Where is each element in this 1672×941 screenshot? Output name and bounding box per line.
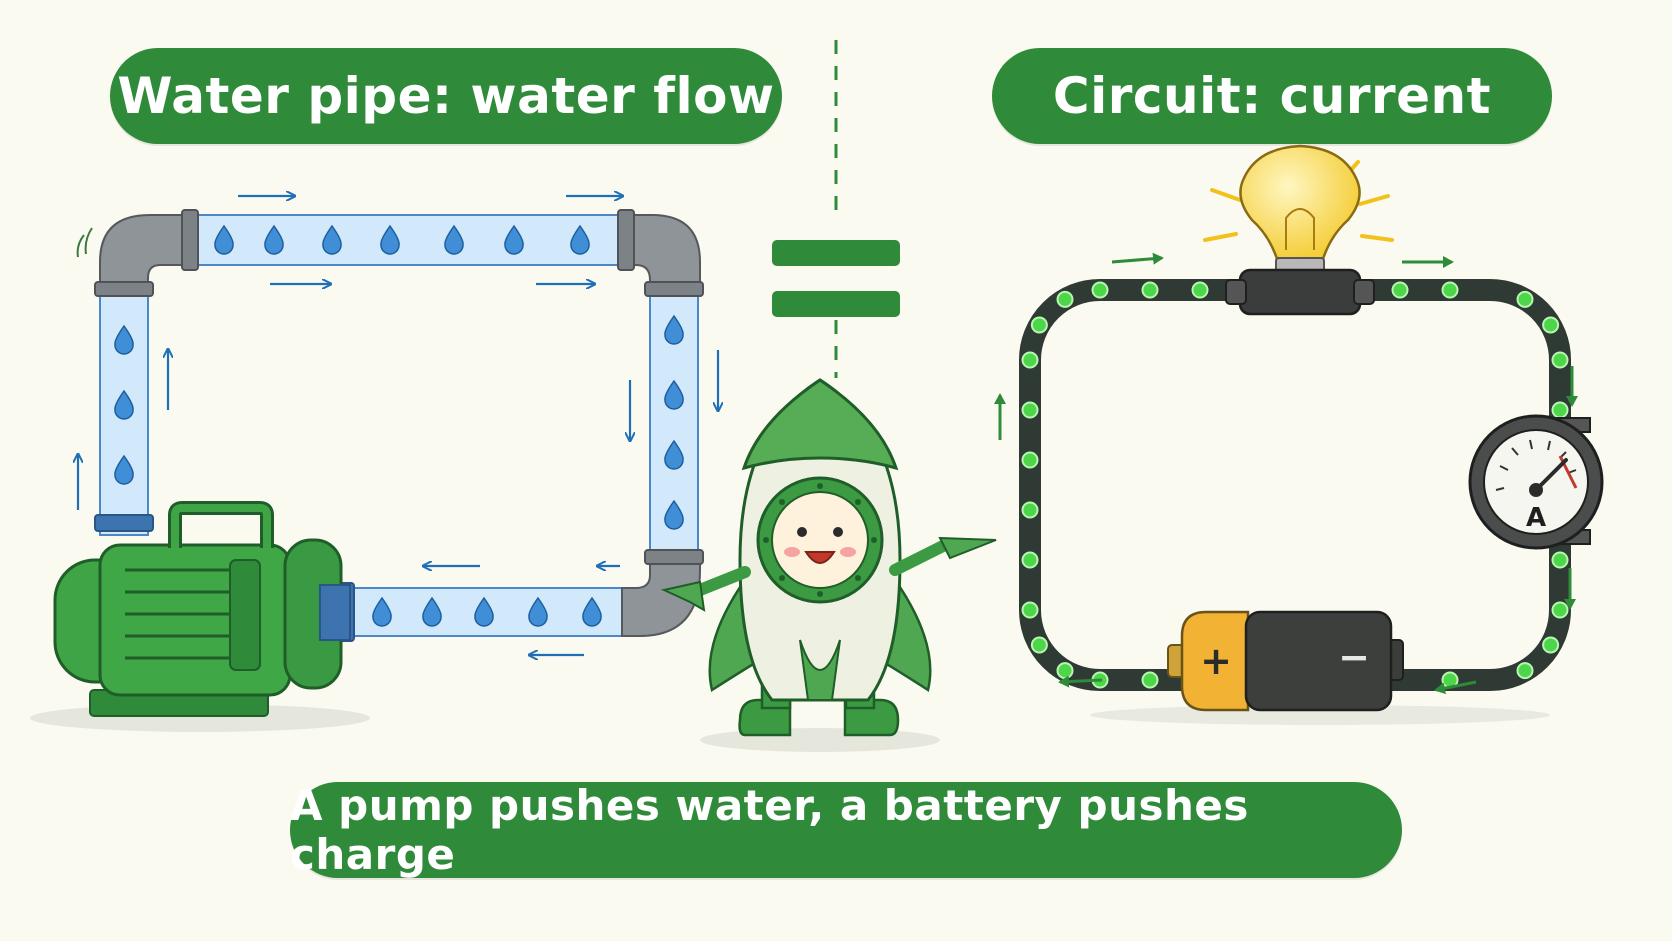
battery-positive-label: + bbox=[1200, 639, 1232, 683]
current-dot bbox=[1141, 671, 1159, 689]
ammeter-label: A bbox=[1526, 503, 1546, 533]
water-drop-icon bbox=[582, 596, 602, 627]
current-arrow-icon bbox=[1434, 680, 1477, 695]
current-arrow-icon bbox=[1058, 675, 1103, 688]
current-dot bbox=[1551, 601, 1569, 619]
motion-lines bbox=[76, 227, 93, 258]
water-drop-icon bbox=[422, 596, 442, 627]
water-drop-icon bbox=[114, 324, 134, 355]
current-arrow-icon bbox=[1111, 252, 1164, 265]
current-dot bbox=[1021, 351, 1039, 369]
water-drop-icon bbox=[474, 596, 494, 627]
water-drop-icon bbox=[444, 224, 464, 255]
current-dot bbox=[1141, 281, 1159, 299]
caption-banner: A pump pushes water, a battery pushes ch… bbox=[290, 781, 1402, 879]
water-drop-icon bbox=[664, 379, 684, 410]
current-dot bbox=[1021, 551, 1039, 569]
current-dot bbox=[1091, 281, 1109, 299]
water-pipe-title: Water pipe: water flow bbox=[110, 48, 782, 144]
current-dot bbox=[1030, 316, 1048, 334]
current-dot bbox=[1551, 351, 1569, 369]
water-drop-icon bbox=[114, 389, 134, 420]
water-drop-icon bbox=[214, 224, 234, 255]
water-drop-icon bbox=[264, 224, 284, 255]
water-flow-arrows bbox=[78, 196, 718, 655]
current-dot bbox=[1516, 290, 1534, 308]
current-dot bbox=[1551, 551, 1569, 569]
current-dot bbox=[1021, 601, 1039, 619]
current-dot bbox=[1441, 281, 1459, 299]
current-dot bbox=[1391, 281, 1409, 299]
water-drop-icon bbox=[664, 499, 684, 530]
water-drop-icon bbox=[528, 596, 548, 627]
mascot-icon bbox=[660, 378, 997, 752]
water-drop-icon bbox=[570, 224, 590, 255]
current-dot bbox=[1542, 316, 1560, 334]
current-dot bbox=[1551, 401, 1569, 419]
water-drop-icon bbox=[664, 439, 684, 470]
current-dot bbox=[1056, 662, 1074, 680]
water-pump-icon bbox=[30, 501, 370, 732]
water-drop-icon bbox=[114, 454, 134, 485]
battery-icon: + − bbox=[1090, 610, 1550, 725]
current-dot bbox=[1516, 662, 1534, 680]
circuit-title: Circuit: current bbox=[992, 48, 1552, 144]
water-drop-icon bbox=[380, 224, 400, 255]
light-bulb-icon bbox=[1203, 144, 1394, 316]
water-drop-icon bbox=[322, 224, 342, 255]
battery-negative-label: − bbox=[1338, 635, 1370, 679]
current-dot bbox=[1191, 281, 1209, 299]
water-drop-icon bbox=[372, 596, 392, 627]
current-dot bbox=[1021, 401, 1039, 419]
water-drop-icon bbox=[504, 224, 524, 255]
current-arrows bbox=[994, 252, 1578, 695]
current-dot bbox=[1030, 636, 1048, 654]
current-dot bbox=[1542, 636, 1560, 654]
water-drop-icon bbox=[664, 314, 684, 345]
water-drops bbox=[114, 224, 684, 627]
equals-icon bbox=[772, 240, 900, 317]
current-dot bbox=[1056, 290, 1074, 308]
current-dot bbox=[1021, 451, 1039, 469]
current-dot bbox=[1021, 501, 1039, 519]
ammeter-icon: A bbox=[1468, 414, 1604, 550]
